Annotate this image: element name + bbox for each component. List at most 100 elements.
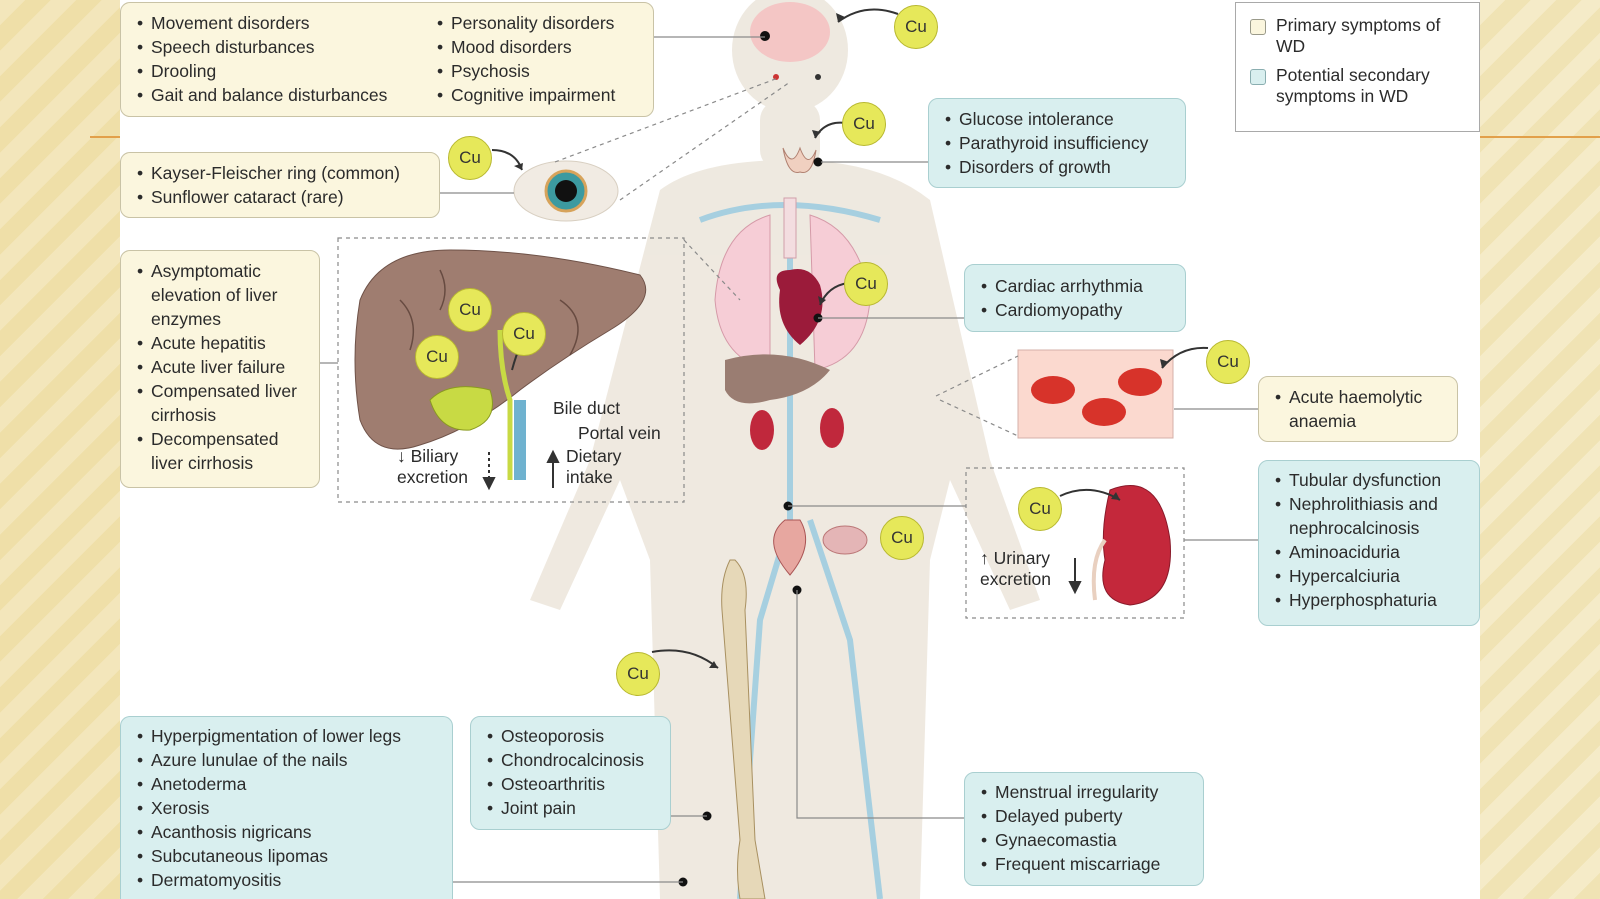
left-kidney: [750, 410, 774, 450]
brain: [750, 2, 830, 62]
symptom-item: Cardiac arrhythmia: [981, 274, 1175, 298]
body-liver: [725, 354, 830, 404]
red-blood-cell: [1082, 398, 1126, 426]
symptom-item: Acute haemolytic anaemia: [1275, 385, 1447, 433]
neurological-symptoms-box: Movement disordersSpeech disturbancesDro…: [120, 2, 654, 117]
slide-background-left: [0, 0, 120, 899]
symptom-item: Hyperphosphaturia: [1275, 588, 1469, 612]
copper-marker-heart: Cu: [844, 262, 888, 306]
urinary-up-arrow: ↑: [980, 548, 994, 568]
symptom-item: Menstrual irregularity: [981, 780, 1193, 804]
symptom-item: Sunflower cataract (rare): [137, 185, 429, 209]
symptom-item: Tubular dysfunction: [1275, 468, 1469, 492]
symptom-item: Hyperpigmentation of lower legs: [137, 724, 442, 748]
liver-list: Asymptomatic elevation of liver enzymesA…: [137, 259, 309, 475]
slide-background-right: [1480, 0, 1600, 899]
endocrine-list: Glucose intoleranceParathyroid insuffici…: [945, 107, 1175, 179]
symptom-item: Disorders of growth: [945, 155, 1175, 179]
legend-row-secondary: Potential secondary symptoms in WD: [1250, 65, 1469, 107]
reproductive-organs: [773, 519, 807, 576]
legend: Primary symptoms of WD Potential seconda…: [1235, 2, 1480, 132]
copper-marker-liver-1: Cu: [448, 288, 492, 332]
symptom-item: Azure lunulae of the nails: [137, 748, 442, 772]
symptom-item: Acanthosis nigricans: [137, 820, 442, 844]
copper-marker-liver-2: Cu: [502, 312, 546, 356]
symptom-item: Delayed puberty: [981, 804, 1193, 828]
urinary-excretion-label: ↑ Urinary excretion: [980, 548, 1070, 590]
symptom-item: Mood disorders: [437, 35, 615, 59]
legend-label-secondary: Potential secondary symptoms in WD: [1276, 65, 1430, 106]
red-blood-cell: [1118, 368, 1162, 396]
dietary-intake-label: Dietary intake: [566, 446, 622, 487]
symptom-item: Acute hepatitis: [137, 331, 309, 355]
symptom-item: Parathyroid insufficiency: [945, 131, 1175, 155]
symptom-item: Cardiomyopathy: [981, 298, 1175, 322]
symptom-item: Aminoaciduria: [1275, 540, 1469, 564]
copper-marker-brain: Cu: [894, 5, 938, 49]
eye-symptoms-box: Kayser-Fleischer ring (common)Sunflower …: [120, 152, 440, 218]
accent-line-left: [90, 136, 120, 138]
symptom-item: Cognitive impairment: [437, 83, 615, 107]
heart: [776, 269, 823, 345]
symptom-item: Asymptomatic elevation of liver enzymes: [137, 259, 309, 331]
legend-label-primary: Primary symptoms of WD: [1276, 15, 1441, 56]
symptom-item: Drooling: [137, 59, 419, 83]
bile-duct-label: Bile duct: [553, 398, 621, 418]
neuro-motor-list: Movement disordersSpeech disturbancesDro…: [137, 11, 419, 107]
symptom-item: Chondrocalcinosis: [487, 748, 660, 772]
symptom-item: Hypercalciuria: [1275, 564, 1469, 588]
symptom-item: Personality disorders: [437, 11, 615, 35]
kidney-list: Tubular dysfunctionNephrolithiasis and n…: [1275, 468, 1469, 612]
large-kidney: [1102, 485, 1171, 606]
symptom-item: Compensated liver cirrhosis: [137, 379, 309, 427]
legend-swatch-secondary: [1250, 69, 1266, 85]
symptom-item: Osteoarthritis: [487, 772, 660, 796]
blood-symptoms-box: Acute haemolytic anaemia: [1258, 376, 1458, 442]
blood-list: Acute haemolytic anaemia: [1275, 385, 1447, 433]
copper-marker-reproductive: Cu: [880, 516, 924, 560]
gallbladder: [429, 386, 493, 431]
symptom-item: Anetoderma: [137, 772, 442, 796]
symptom-item: Speech disturbances: [137, 35, 419, 59]
cardiac-symptoms-box: Cardiac arrhythmiaCardiomyopathy: [964, 264, 1186, 332]
kidney-symptoms-box: Tubular dysfunctionNephrolithiasis and n…: [1258, 460, 1480, 626]
symptom-item: Osteoporosis: [487, 724, 660, 748]
skin-list: Hyperpigmentation of lower legsAzure lun…: [137, 724, 442, 892]
symptom-item: Subcutaneous lipomas: [137, 844, 442, 868]
endocrine-symptoms-box: Glucose intoleranceParathyroid insuffici…: [928, 98, 1186, 188]
symptom-item: Decompensated liver cirrhosis: [137, 427, 309, 475]
biliary-excretion-label: ↓ Biliary excretion: [397, 446, 469, 487]
copper-marker-eye: Cu: [448, 136, 492, 180]
legend-swatch-primary: [1250, 19, 1266, 35]
accent-line-right: [1480, 136, 1600, 138]
reproductive-list: Menstrual irregularityDelayed pubertyGyn…: [981, 780, 1193, 876]
symptom-item: Acute liver failure: [137, 355, 309, 379]
bone-list: OsteoporosisChondrocalcinosisOsteoarthri…: [487, 724, 660, 820]
urinary-excretion-text: Urinary excretion: [980, 548, 1052, 589]
symptom-item: Psychosis: [437, 59, 615, 83]
neuro-psych-list: Personality disordersMood disordersPsych…: [437, 11, 615, 107]
symptom-item: Xerosis: [137, 796, 442, 820]
symptom-item: Movement disorders: [137, 11, 419, 35]
skin-symptoms-box: Hyperpigmentation of lower legsAzure lun…: [120, 716, 453, 899]
femur: [721, 559, 766, 899]
symptom-item: Glucose intolerance: [945, 107, 1175, 131]
symptom-item: Dermatomyositis: [137, 868, 442, 892]
liver-symptoms-box: Asymptomatic elevation of liver enzymesA…: [120, 250, 320, 488]
right-kidney: [820, 408, 844, 448]
copper-marker-thyroid: Cu: [842, 102, 886, 146]
thyroid: [782, 146, 817, 174]
copper-marker-bone: Cu: [616, 652, 660, 696]
symptom-item: Gynaecomastia: [981, 828, 1193, 852]
legend-row-primary: Primary symptoms of WD: [1250, 15, 1469, 57]
symptom-item: Kayser-Fleischer ring (common): [137, 161, 429, 185]
copper-marker-kidney: Cu: [1018, 487, 1062, 531]
reproductive-symptoms-box: Menstrual irregularityDelayed pubertyGyn…: [964, 772, 1204, 886]
symptom-item: Joint pain: [487, 796, 660, 820]
symptom-item: Nephrolithiasis and nephrocalcinosis: [1275, 492, 1469, 540]
eye-list: Kayser-Fleischer ring (common)Sunflower …: [137, 161, 429, 209]
copper-marker-liver-3: Cu: [415, 335, 459, 379]
symptom-item: Gait and balance disturbances: [137, 83, 419, 107]
copper-marker-blood: Cu: [1206, 340, 1250, 384]
